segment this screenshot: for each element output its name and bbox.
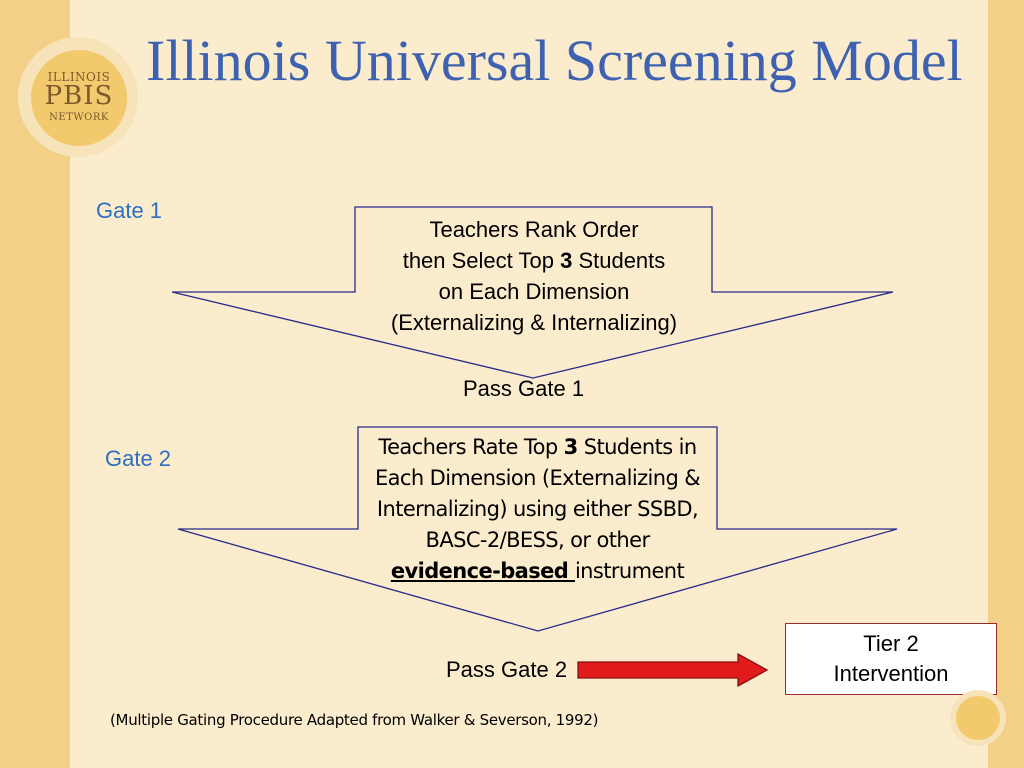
gate2-label: Gate 2 (105, 446, 172, 471)
gate1-line2: then Select Top 3 Students (402, 248, 666, 273)
citation-text: (Multiple Gating Procedure Adapted from … (110, 711, 599, 729)
gate1-line1: Teachers Rank Order (429, 217, 639, 242)
gate1-description: Teachers Rank Order then Select Top 3 St… (358, 214, 710, 338)
tier-line1: Tier 2 (863, 631, 919, 656)
tier-line2: Intervention (833, 661, 949, 686)
corner-decoration-dot (956, 696, 1000, 740)
logo-bottom-text: NETWORK (49, 112, 109, 123)
pbis-logo: ILLINOIS PBIS NETWORK (31, 50, 127, 146)
gate1-label: Gate 1 (96, 198, 163, 223)
gate2-line4: BASC-2/BESS, or other (425, 528, 651, 552)
pass-gate1-label: Pass Gate 1 (463, 376, 585, 401)
gate2-line3: Internalizing) using either SSBD, (376, 497, 699, 521)
gate2-line5: evidence-based instrument (390, 559, 685, 583)
gate2-arrow-shape (177, 426, 898, 632)
pass-gate2-label: Pass Gate 2 (446, 657, 568, 682)
slide-title: Illinois Universal Screening Model (146, 28, 963, 93)
red-arrow-shape (577, 652, 769, 688)
tier2-intervention-box: Tier 2 Intervention (785, 623, 997, 695)
gate2-line2: Each Dimension (Externalizing & (374, 466, 701, 490)
logo-middle-text: PBIS (44, 81, 114, 111)
gate1-arrow-shape (171, 206, 894, 379)
gate2-description: Teachers Rate Top 3 Students in Each Dim… (360, 432, 715, 587)
gate1-line3: on Each Dimension (438, 279, 630, 304)
gate1-line4: (Externalizing & Internalizing) (390, 310, 678, 335)
logo-top-text: ILLINOIS (47, 70, 111, 84)
gate2-line1: Teachers Rate Top 3 Students in (378, 435, 697, 459)
